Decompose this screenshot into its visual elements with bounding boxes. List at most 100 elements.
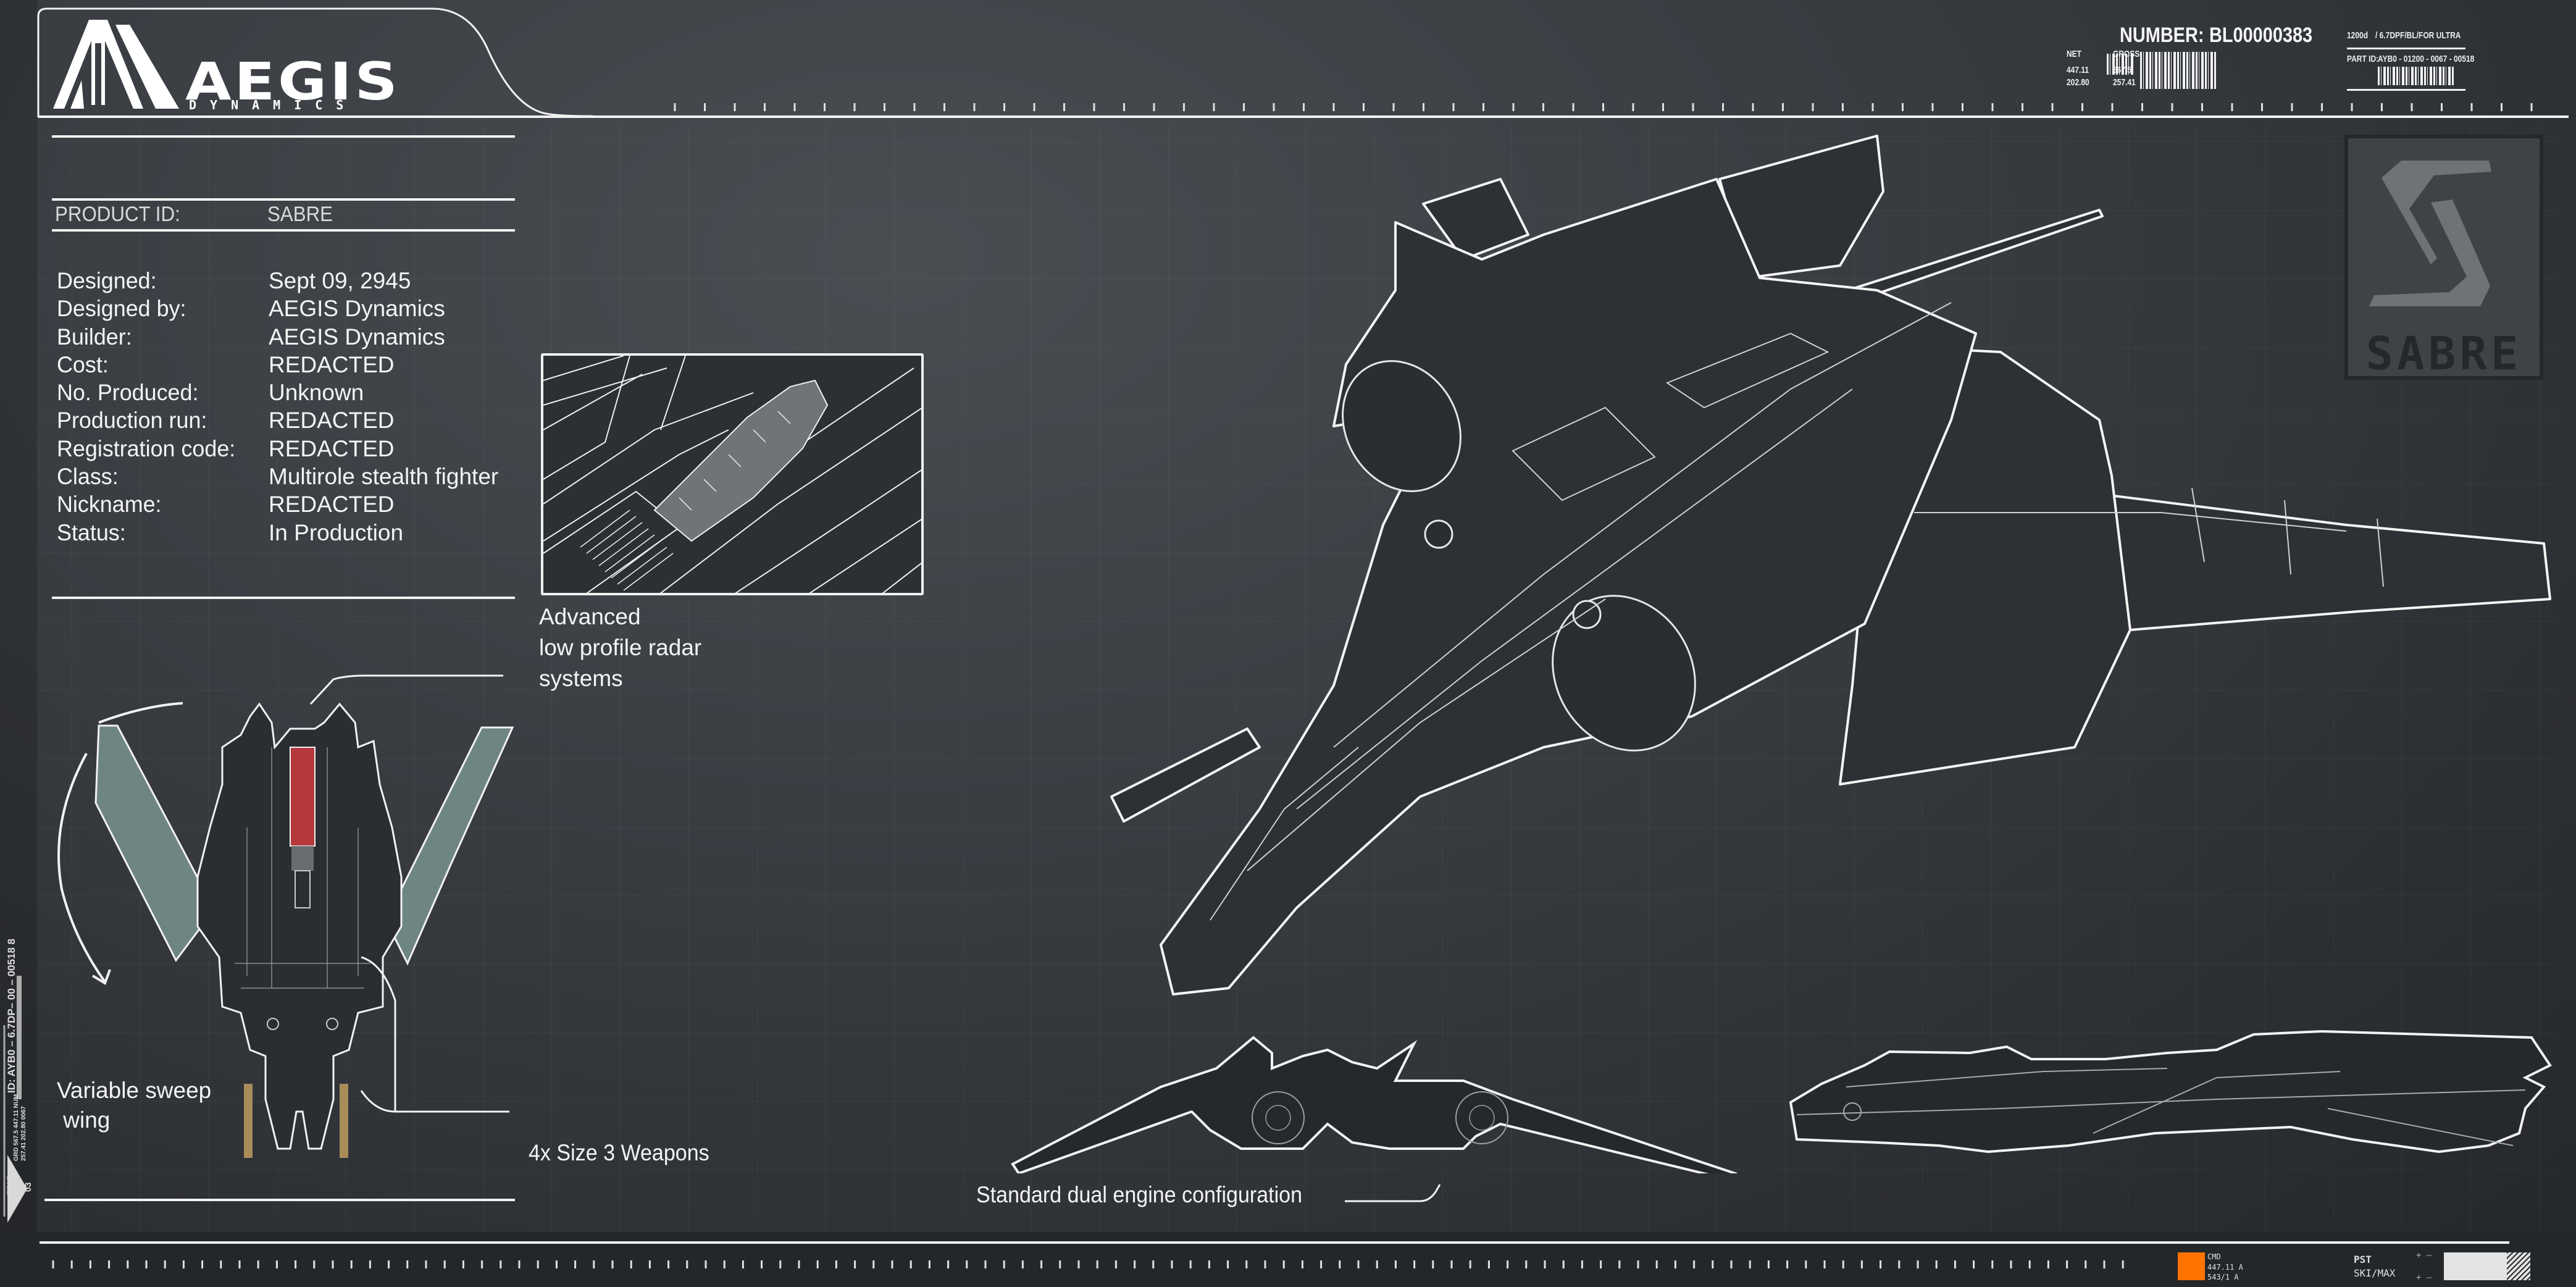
net-label: NET [2067,49,2081,59]
spec-row: Builder: AEGIS Dynamics [57,323,498,351]
spec-value: In Production [269,519,404,545]
radar-detail-drawing [543,356,921,593]
weapon-right [340,1084,348,1158]
spec-key: Registration code: [57,435,236,461]
front-silhouette [1011,1036,1738,1173]
spec-code: 1200d [2347,30,2369,41]
divider-product-top [52,198,515,201]
right-wing [385,726,514,966]
spec-row: Registration code:REDACTED [57,435,498,463]
spec-value: REDACTED [269,408,395,434]
divider-top [52,135,515,138]
footer-divider [40,1241,2509,1244]
part-id-divider [2347,89,2465,91]
header-frame [37,7,2569,118]
pst-value: SKI/MAX [2354,1267,2396,1279]
product-id-label: PRODUCT ID: [55,203,180,226]
right-wing [2055,480,2551,631]
side-line-2: 257.41 202.80 0067 [20,1106,27,1161]
pst-level-hatch [2507,1252,2530,1280]
side-grd: GRD 567.5 447.11 NUM [13,1094,20,1161]
top-ruler [674,103,2533,111]
side-silhouette [1789,1029,2552,1154]
cmd-value-2: 543/1 A [2207,1273,2239,1281]
side-efsf: EFSF [6,1176,14,1195]
radar-detail-inset [541,353,924,595]
pst-level-slider[interactable] [2444,1252,2530,1280]
part-id-barcode [2378,67,2454,85]
gross-value-2: 257.41 [2113,77,2136,88]
spec-row: Status: In Production [57,519,498,547]
spec-key: Builder: [57,324,132,350]
spec-value: REDACTED [269,351,395,377]
spec-key: Class: [57,464,119,490]
sabre-word: SABRE [2365,327,2522,380]
spec-value: Multirole stealth fighter [269,464,499,490]
side-line-1: 567.5 447.11 [13,1110,20,1146]
side-view-drawing [1789,1029,2552,1154]
spec-key: Status: [57,519,126,545]
spec-text: / 6.7DPF/BL/FOR ULTRA [2375,30,2461,41]
fuselage [196,702,403,1150]
front-view-drawing [1011,1036,1738,1173]
pst-plus-minus-top: + — [2416,1251,2432,1260]
sabre-s-icon [2369,161,2491,306]
sweep-arrow [57,753,106,983]
left-wing [94,724,205,962]
pst-label: PST [2354,1254,2372,1265]
net-barcode [2107,54,2134,75]
side-num-label: NUM [13,1094,20,1109]
brand-name: AEGIS [185,51,401,112]
radar-module [290,747,316,847]
nose-cannon [1110,727,1261,823]
radar-leader-line [309,674,503,705]
fuselage [1160,178,1977,996]
wing-callout: Variable sweep wing [57,1076,211,1135]
side-code: 03 [23,1182,33,1192]
gross-value-1: 567.5 [2113,65,2132,75]
aegis-emblem-icon [53,20,179,109]
sabre-emblem-bg [2344,135,2543,317]
radar-callout: Advanced low profile radar systems [539,602,701,694]
spec-value: Sept 09, 2945 [269,268,411,293]
net-value-2: 202.80 [2067,77,2089,88]
number-value: BL00000383 [2209,23,2313,47]
spec-row: Class: Multirole stealth fighter [57,463,498,490]
pst-plus-minus-bottom: + — [2416,1273,2432,1283]
part-id-value: AYB0 - 01200 - 0067 - 00518 [2378,54,2475,64]
spec-row: No. Produced:Unknown [57,379,498,406]
weapons-callout: 4x Size 3 Weapons [529,1140,709,1165]
spec-key: Designed: [57,268,157,293]
brand-subtitle: DYNAMICS [189,98,358,112]
radar-callout-line-3: systems [539,666,623,691]
spec-key: Cost: [57,351,109,377]
divider-bottom-left [44,1199,515,1201]
spec-row: Nickname:REDACTED [57,490,498,518]
spec-row: Production run:REDACTED [57,406,498,434]
wing-callout-line-2: wing [57,1107,111,1133]
spec-key: No. Produced: [57,380,199,406]
main-ship-drawing [1110,135,2551,996]
blueprint-grid [37,127,2556,1232]
spec-row: Designed by:AEGIS Dynamics [57,295,498,322]
number-label: NUMBER: [2120,23,2204,47]
side-id: ID: AYB0 – 6.7DP– 00 – 00518 8 [6,939,17,1093]
left-engine [1342,360,1462,492]
bottom-ruler [52,1260,2124,1268]
spec-key: Nickname: [57,492,162,518]
wing-callout-line-1: Variable sweep [57,1078,212,1103]
spec-divider [2347,48,2465,49]
gross-label: GROSS [2113,49,2140,59]
side-grd-label: GRD [13,1147,20,1161]
net-value-1: 447.11 [2067,65,2089,75]
side-id-label: ID: [6,1079,17,1093]
left-engine-front [1252,1091,1305,1144]
weapon-left [244,1084,253,1158]
cmd-label: CMD [2207,1252,2221,1261]
side-id-value: AYB0 – 6.7DP– 00 – 00518 8 [6,938,17,1077]
spec-value: AEGIS Dynamics [269,324,445,350]
number-barcode [2140,52,2217,89]
side-strip [3,976,27,1223]
efsf-emblem-icon [7,1155,27,1223]
